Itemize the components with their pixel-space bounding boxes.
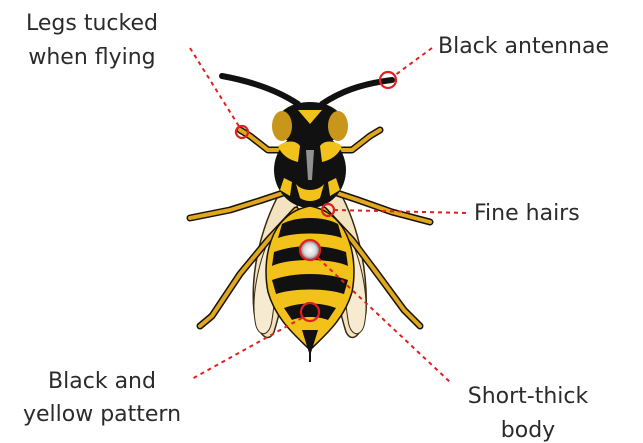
left-antenna	[222, 76, 298, 104]
antennae-label: Black antennae	[438, 34, 609, 59]
hairs-label: Fine hairs	[474, 201, 580, 226]
pattern-label-line2: yellow pattern	[23, 402, 181, 427]
callout-legs: Legs tucked when flying	[26, 11, 248, 138]
callout-hairs: Fine hairs	[322, 201, 580, 226]
wasp-illustration	[190, 76, 430, 362]
pattern-label-line1: Black and	[48, 369, 156, 394]
legs-label-line1: Legs tucked	[26, 11, 158, 36]
antennae-leader-line	[394, 48, 432, 76]
legs-leader-line	[190, 48, 240, 128]
body-label-line2: body	[501, 418, 555, 443]
abdomen	[266, 206, 354, 362]
thorax	[274, 132, 346, 208]
pattern-leader-line	[190, 318, 302, 380]
body-label-line1: Short-thick	[468, 384, 589, 409]
legs-label-line2: when flying	[28, 45, 155, 70]
callout-antennae: Black antennae	[380, 34, 609, 88]
